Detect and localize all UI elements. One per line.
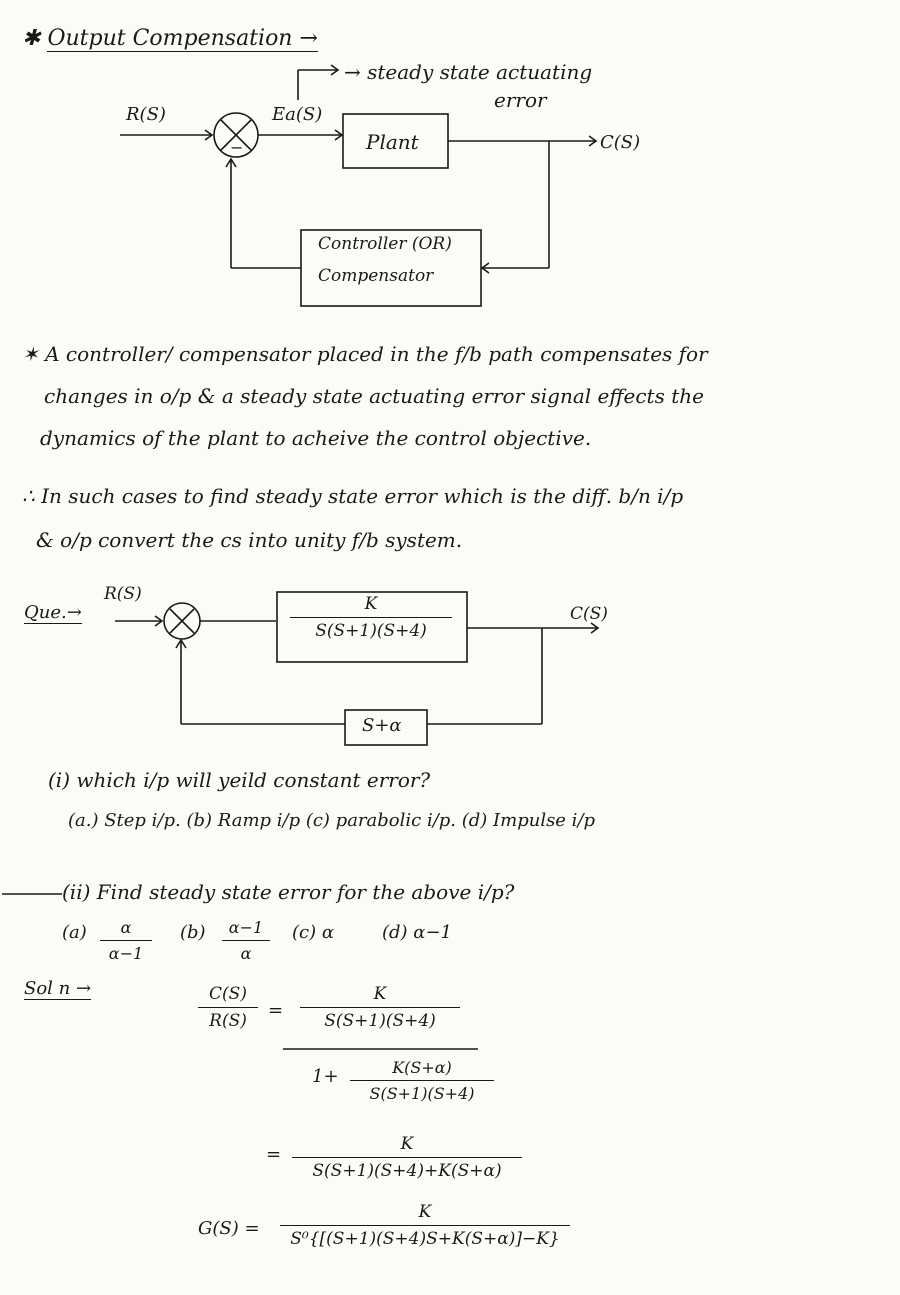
lhs-numerator: C(S) — [209, 984, 247, 1004]
loop-gain-denominator: S(S+1)(S+4) — [369, 1084, 475, 1103]
paragraph1-line2: changes in o/p & a steady state actuatin… — [44, 384, 704, 408]
question-input-label: R(S) — [104, 584, 142, 604]
inner-forward-denominator: S(S+1)(S+4) — [324, 1011, 436, 1031]
heading: ✱ Output Compensation → — [22, 26, 318, 52]
closed-loop-denominator: S(S+1)(S+4)+K(S+α) — [312, 1161, 502, 1181]
plant-label: Plant — [366, 130, 419, 154]
inner-forward-numerator: K — [373, 984, 387, 1004]
loop-gain-fraction: K(S+α) S(S+1)(S+4) — [350, 1058, 494, 1103]
page-title: Output Compensation → — [47, 26, 318, 52]
annotation-line1: → steady state actuating — [344, 60, 593, 84]
one-plus: 1+ — [312, 1066, 339, 1087]
q2-option-a-label: (a) — [62, 922, 87, 943]
paragraph1-line3: dynamics of the plant to acheive the con… — [40, 426, 592, 450]
forward-gain-numerator: K — [364, 594, 378, 614]
compensator-label: Compensator — [318, 266, 434, 286]
question-1-options: (a.) Step i/p. (b) Ramp i/p (c) paraboli… — [68, 810, 596, 831]
paragraph1-line1: ✶ A controller/ compensator placed in th… — [22, 342, 708, 366]
forward-transfer-function: K S(S+1)(S+4) — [290, 594, 452, 641]
output-label: C(S) — [600, 132, 641, 153]
feedback-block-label: S+α — [362, 715, 402, 736]
closed-loop-fraction: K S(S+1)(S+4)+K(S+α) — [292, 1134, 522, 1181]
equivalent-forward-denominator: S⁰{[(S+1)(S+4)S+K(S+α)]−K} — [290, 1229, 560, 1249]
q2-option-b-label: (b) — [180, 922, 206, 943]
closed-loop-numerator: K — [400, 1134, 414, 1154]
equals-sign-2: = — [266, 1144, 282, 1165]
controller-label: Controller (OR) — [318, 234, 452, 254]
paragraph2-line2: & o/p convert the cs into unity f/b syst… — [36, 528, 463, 552]
lhs-denominator: R(S) — [209, 1011, 247, 1031]
annotation-line2: error — [494, 88, 547, 112]
question-output-label: C(S) — [570, 604, 608, 624]
q2-option-a-numerator: α — [120, 918, 132, 937]
equals-sign-1: = — [268, 1000, 284, 1021]
equivalent-forward-numerator: K — [418, 1202, 432, 1222]
q2-option-b-numerator: α−1 — [228, 918, 264, 937]
question-label: Que.→ — [24, 602, 82, 624]
paragraph2-line1: ∴ In such cases to find steady state err… — [22, 484, 684, 508]
q2-option-b-denominator: α — [240, 944, 252, 963]
question-2: (ii) Find steady state error for the abo… — [62, 880, 515, 904]
error-signal-label: Ea(S) — [272, 104, 323, 125]
inner-forward-fraction: K S(S+1)(S+4) — [300, 984, 460, 1031]
minus-sign: − — [230, 138, 244, 157]
equivalent-forward-fraction: K S⁰{[(S+1)(S+4)S+K(S+α)]−K} — [280, 1202, 570, 1249]
q2-option-b-fraction: α−1 α — [222, 918, 270, 963]
star-icon: ✱ — [22, 26, 41, 51]
q2-option-d: (d) α−1 — [382, 922, 452, 943]
forward-gain-denominator: S(S+1)(S+4) — [315, 621, 427, 641]
g-of-s-label: G(S) = — [198, 1218, 260, 1239]
question-1: (i) which i/p will yeild constant error? — [48, 768, 431, 792]
loop-gain-numerator: K(S+α) — [392, 1058, 452, 1077]
q2-option-c: (c) α — [292, 922, 335, 943]
q2-option-a-denominator: α−1 — [108, 944, 144, 963]
q2-option-a-fraction: α α−1 — [100, 918, 152, 963]
transfer-ratio-lhs: C(S) R(S) — [198, 984, 258, 1031]
input-label: R(S) — [126, 104, 166, 125]
solution-label: Sol n → — [24, 978, 92, 1000]
